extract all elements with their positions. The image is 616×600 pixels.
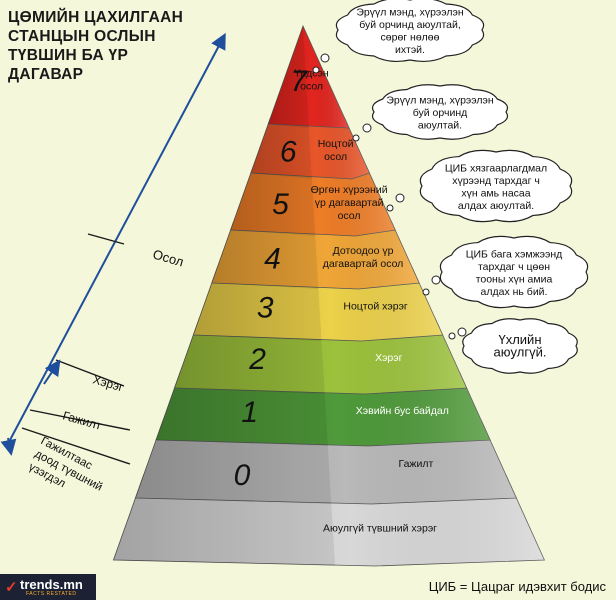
- trends-logo: ✓ trends.mn FACTS RESTATED: [0, 574, 96, 600]
- level-number: 2: [248, 343, 266, 376]
- title-line: СТАНЦЫН ОСЛЫН: [8, 28, 156, 45]
- callout-text: сөрөг нөлөө: [381, 31, 440, 43]
- level-shade: [268, 26, 349, 128]
- level-label: Хэвийн бус байдал: [356, 405, 449, 417]
- level-shade: [250, 118, 370, 179]
- level-number: 5: [272, 188, 289, 221]
- level-label: Өргөн хүрээний: [311, 184, 388, 196]
- level-left-face: [268, 26, 309, 128]
- level-label: осол: [338, 210, 361, 222]
- level-label: осол: [324, 151, 347, 163]
- level-left-face: [250, 118, 312, 179]
- callout-text: тархдаг ч цөөн: [478, 261, 550, 273]
- level-number: 7: [290, 65, 308, 98]
- level-label: Аюулгүй түвшний хэрэг: [323, 523, 437, 535]
- logo-name: trends.mn: [20, 577, 83, 592]
- callout-text: Эрүүл мэнд, хүрээлэн: [356, 6, 464, 18]
- scale-arrow-bottom: [0, 437, 17, 456]
- callout-text: алдах нь бий.: [481, 286, 548, 298]
- footnote: ЦИБ = Цацраг идэвхит бодис: [428, 579, 606, 594]
- level-number: 3: [257, 292, 274, 325]
- level-label: осол: [300, 81, 323, 93]
- level-number: 1: [241, 396, 258, 429]
- cloud-shape: [462, 318, 578, 374]
- level-label: Хэрэг: [375, 352, 403, 364]
- level-left-face: [230, 166, 316, 236]
- level-label: Гажилт: [399, 458, 434, 470]
- callout-text: алдах аюултай.: [458, 200, 534, 212]
- title-line: ДАГАВАР: [8, 66, 84, 83]
- level-label: Үндсэн: [294, 68, 328, 80]
- callout-text: ЦИБ хязгаарлагдмал: [445, 162, 547, 174]
- level-label: Дотоодоо үр: [333, 245, 394, 257]
- cloud-shape: [335, 0, 485, 63]
- level-number: 0: [234, 459, 251, 492]
- level-label: үр дагавартай: [315, 197, 384, 209]
- callout-text: аюулгүй.: [494, 344, 547, 359]
- pyramid: Аюулгүй түвшний хэрэг 0 Гажилт 1 Хэвийн бус …: [112, 24, 545, 567]
- level-number: 4: [264, 243, 281, 276]
- cloud-shape: [371, 84, 509, 140]
- callout-text: Эрүүл мэнд, хүрээлэн: [386, 95, 494, 107]
- callout-text: хүрээнд тархдаг ч: [452, 175, 540, 187]
- category-kherag: Хэрэг: [91, 372, 126, 394]
- callout-text: Үхлийн: [498, 332, 541, 347]
- level-shade: [211, 222, 420, 289]
- cloud-shape: [439, 235, 589, 309]
- callout-text: буй орчинд аюултай,: [359, 19, 461, 31]
- callout-text: ихтэй.: [395, 44, 425, 56]
- divider-below: [21, 427, 131, 465]
- divider-osol: [87, 233, 125, 245]
- level-label: дагавартай осол: [323, 258, 404, 270]
- callout-text: ЦИБ бага хэмжээнд: [466, 248, 563, 260]
- callout-text: тооны хүн амиа: [476, 273, 553, 285]
- diagram-title: ЦӨМИЙН ЦАХИЛГААН СТАНЦЫН ОСЛЫН ТҮВШИН БА…: [8, 8, 208, 84]
- callout-text: буй орчинд: [413, 107, 468, 119]
- callout-text: аюултай.: [418, 120, 462, 132]
- title-line: ЦӨМИЙН ЦАХИЛГААН: [8, 9, 184, 26]
- callout-text: хүн амь насаа: [461, 187, 530, 199]
- cloud-shape: [419, 149, 573, 223]
- logo-check-icon: ✓: [5, 579, 18, 596]
- scale-arrow-mid: [43, 359, 61, 385]
- title-line: ТҮВШИН БА ҮР: [8, 47, 129, 64]
- level-shade: [230, 166, 396, 236]
- level-number: 6: [280, 136, 297, 169]
- divider-gazhilt: [29, 409, 131, 431]
- callout-connectors: [312, 53, 467, 340]
- level-label: Ноцтой хэрэг: [343, 301, 408, 313]
- category-osol: Осол: [151, 246, 185, 269]
- level-left-face: [211, 222, 319, 289]
- level-label: Ноцтой: [318, 138, 354, 150]
- divider-kherag: [55, 359, 125, 387]
- logo-subtitle: FACTS RESTATED: [26, 591, 77, 597]
- category-gazhilt: Гажилт: [61, 408, 104, 433]
